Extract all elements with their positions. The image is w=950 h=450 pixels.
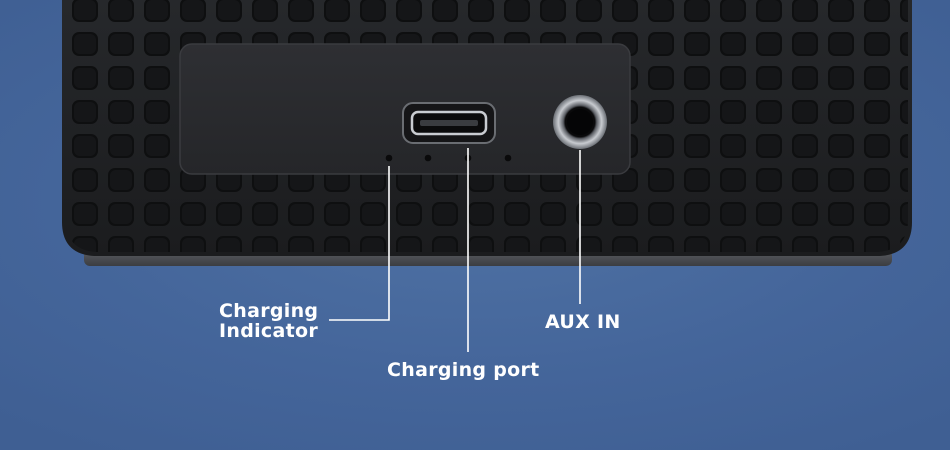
led-dot-icon — [504, 154, 512, 162]
aux-in-label: AUX IN — [545, 311, 621, 333]
aux-jack-icon — [553, 95, 607, 149]
micro-usb-port-icon — [402, 102, 496, 144]
indicator-leds — [385, 154, 512, 162]
callout-line-indicator — [329, 166, 390, 321]
charging-indicator-label-line1: Charging — [219, 300, 319, 322]
led-dot-icon — [424, 154, 432, 162]
charging-indicator-label-line2: Indicator — [219, 320, 318, 342]
led-dot-icon — [385, 154, 393, 162]
charging-port-label: Charging port — [387, 359, 540, 381]
charging-indicator-label: Charging Indicator — [219, 301, 318, 341]
